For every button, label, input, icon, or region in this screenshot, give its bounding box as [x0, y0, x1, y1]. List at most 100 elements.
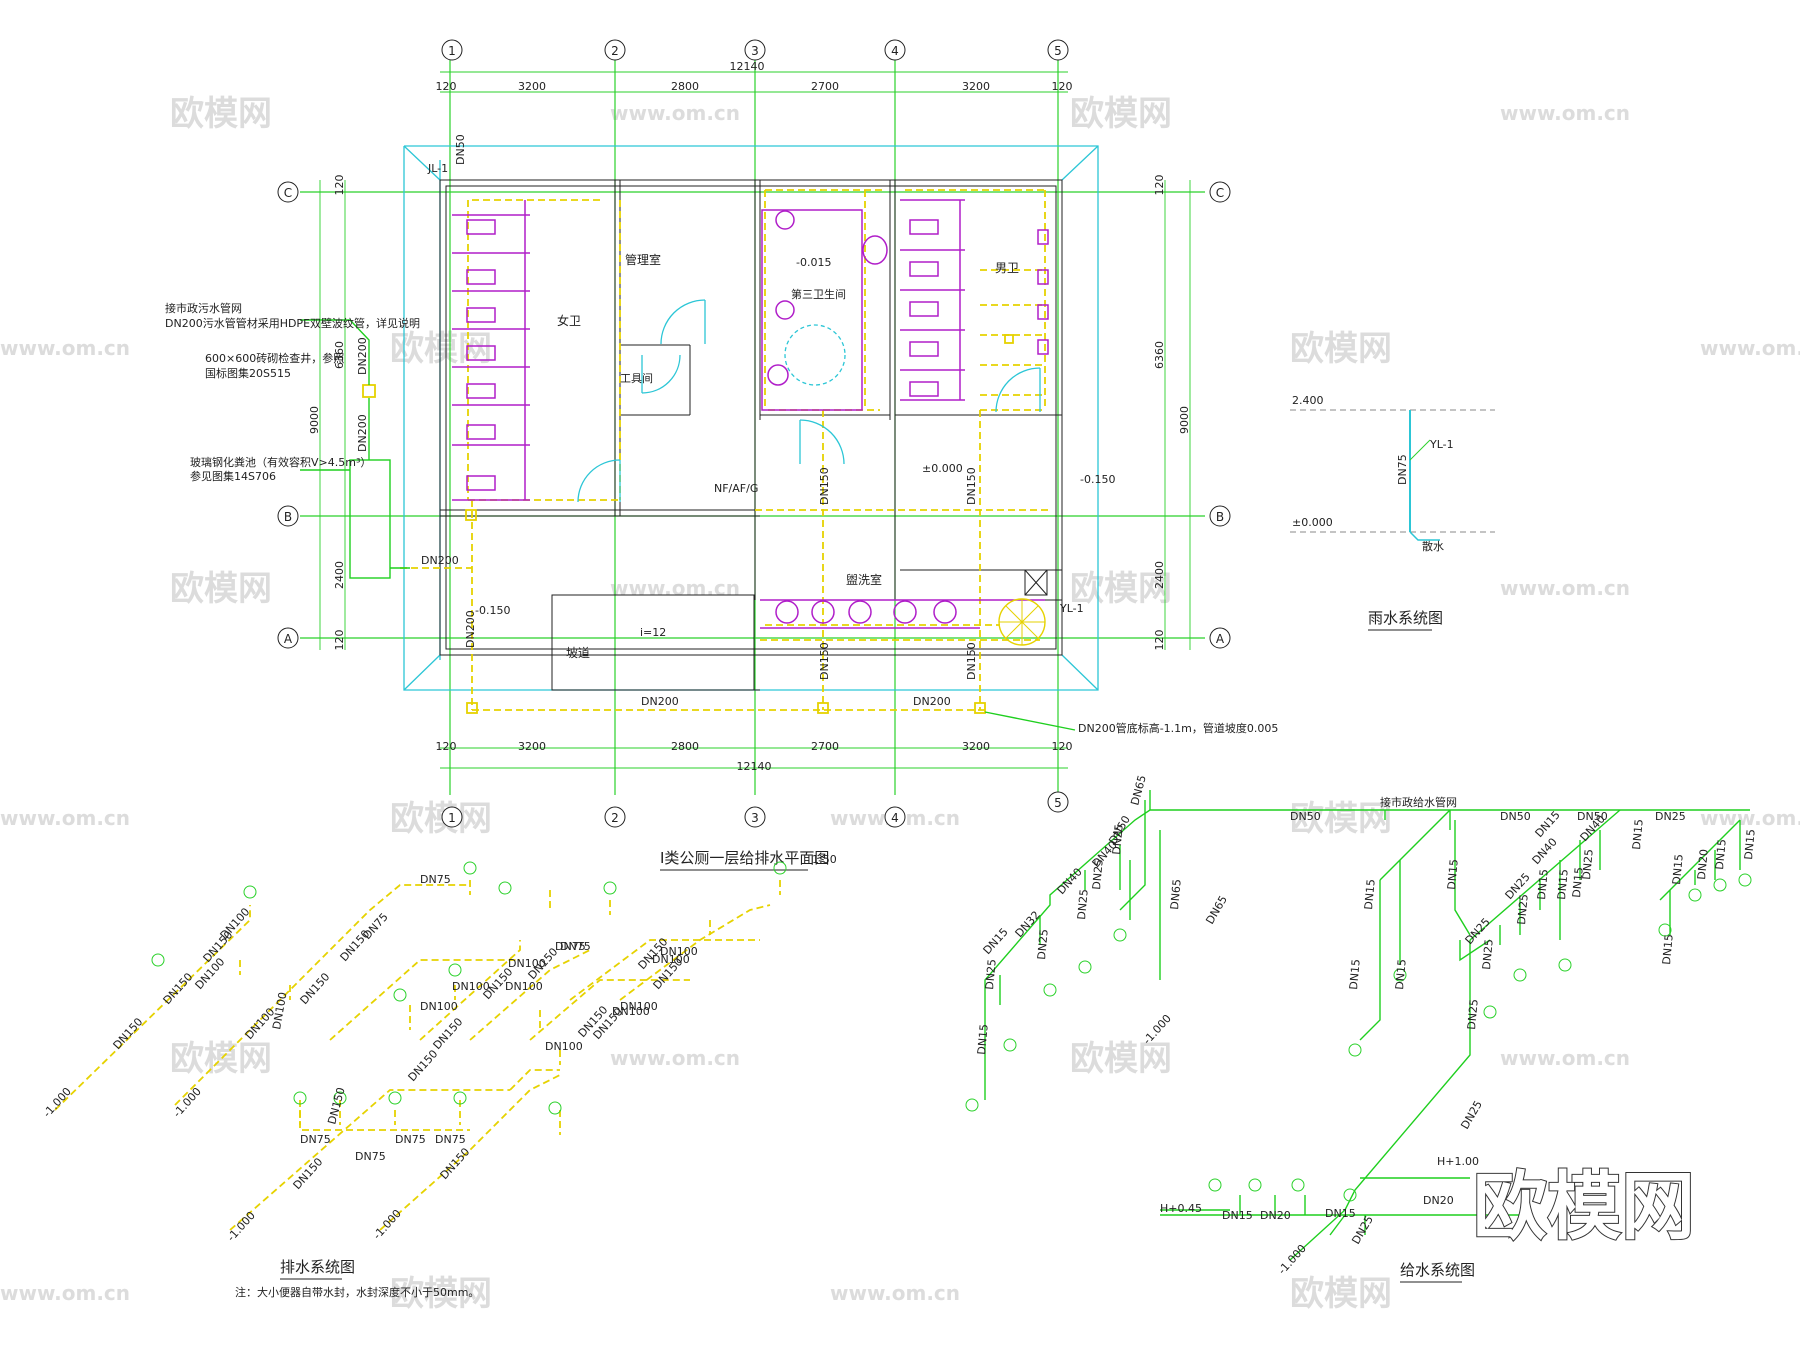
- svg-text:欧模网: 欧模网: [170, 569, 272, 609]
- svg-text:DN15: DN15: [1533, 808, 1563, 840]
- svg-text:给水系统图: 给水系统图: [1400, 1261, 1475, 1279]
- svg-text:5: 5: [1054, 796, 1062, 810]
- svg-text:DN150: DN150: [438, 1145, 473, 1182]
- svg-text:欧模网: 欧模网: [1290, 329, 1392, 369]
- svg-text:www.om.cn: www.om.cn: [1500, 1046, 1630, 1070]
- svg-text:B: B: [1216, 510, 1224, 524]
- svg-text:120: 120: [333, 630, 346, 651]
- drainage-system: DN150 DN150 DN100 DN150 DN100 DN75 DN150…: [41, 861, 787, 1299]
- svg-text:DN150: DN150: [298, 970, 333, 1007]
- svg-text:DN100: DN100: [452, 980, 490, 993]
- svg-text:欧模网: 欧模网: [1290, 799, 1392, 839]
- spiral-stair: [998, 569, 1048, 646]
- svg-text:DN50: DN50: [1577, 810, 1608, 823]
- svg-text:欧模网: 欧模网: [1070, 1039, 1172, 1079]
- svg-text:9000: 9000: [1178, 406, 1191, 434]
- svg-text:2400: 2400: [333, 561, 346, 589]
- svg-text:4: 4: [891, 811, 899, 825]
- svg-text:DN75: DN75: [560, 940, 591, 953]
- svg-text:DN100: DN100: [660, 945, 698, 958]
- svg-text:www.om.cn: www.om.cn: [1700, 336, 1800, 360]
- svg-text:DN50: DN50: [1500, 810, 1531, 823]
- svg-text:DN75: DN75: [355, 1150, 386, 1163]
- plan-labels: 女卫 管理室 第三卫生间 男卫 工具间 盥洗室 坡道 JL-1 DN50 DN2…: [165, 134, 1278, 871]
- svg-text:欧模网: 欧模网: [170, 1039, 272, 1079]
- svg-text:DN65: DN65: [1128, 774, 1149, 807]
- svg-text:DN150: DN150: [161, 970, 196, 1007]
- svg-text:DN25: DN25: [1580, 849, 1596, 881]
- svg-text:600×600砖砌检查井，参照: 600×600砖砌检查井，参照: [205, 351, 344, 365]
- svg-text:www.om.cn: www.om.cn: [1500, 576, 1630, 600]
- svg-text:DN150: DN150: [406, 1047, 441, 1084]
- svg-text:www.om.cn: www.om.cn: [0, 1281, 130, 1305]
- svg-text:欧模网: 欧模网: [170, 94, 272, 134]
- svg-text:DN100: DN100: [620, 1000, 658, 1013]
- svg-text:±0.000: ±0.000: [1292, 516, 1333, 529]
- svg-text:-0.150: -0.150: [475, 604, 510, 617]
- svg-text:1: 1: [448, 44, 456, 58]
- svg-text:-1.000: -1.000: [1276, 1242, 1309, 1277]
- svg-text:DN200管底标高-1.1m，管道坡度0.005: DN200管底标高-1.1m，管道坡度0.005: [1078, 721, 1278, 735]
- svg-text:A: A: [284, 632, 293, 646]
- svg-text:DN200: DN200: [464, 610, 477, 648]
- svg-text:DN15: DN15: [1535, 869, 1551, 901]
- svg-text:参见图集14S706: 参见图集14S706: [190, 469, 276, 483]
- svg-text:www.om.cn: www.om.cn: [1500, 101, 1630, 125]
- svg-text:DN100: DN100: [545, 1040, 583, 1053]
- svg-text:DN75: DN75: [395, 1133, 426, 1146]
- svg-text:1: 1: [448, 811, 456, 825]
- svg-text:DN150: DN150: [818, 642, 831, 680]
- svg-text:2.400: 2.400: [1292, 394, 1324, 407]
- svg-text:女卫: 女卫: [557, 313, 581, 328]
- svg-text:DN200: DN200: [356, 337, 369, 375]
- column-bubbles: 1 2 3 4 5 1 2 3 4 5: [441, 39, 1069, 828]
- svg-text:接市政给水管网: 接市政给水管网: [1380, 795, 1457, 809]
- svg-text:DN200污水管管材采用HDPE双壁波纹管，详见说明: DN200污水管管材采用HDPE双壁波纹管，详见说明: [165, 316, 420, 330]
- svg-text:DN150: DN150: [965, 467, 978, 505]
- svg-text:DN25: DN25: [1075, 889, 1091, 921]
- svg-text:9000: 9000: [308, 406, 321, 434]
- svg-text:国标图集20S515: 国标图集20S515: [205, 366, 291, 380]
- svg-text:6360: 6360: [333, 341, 346, 369]
- svg-text:欧模网: 欧模网: [390, 1274, 492, 1314]
- svg-text:www.om.cn: www.om.cn: [830, 1281, 960, 1305]
- svg-text:DN100: DN100: [612, 1005, 650, 1018]
- svg-text:DN20: DN20: [1260, 1209, 1291, 1222]
- svg-text:DN15: DN15: [1393, 959, 1409, 991]
- svg-text:4: 4: [891, 44, 899, 58]
- svg-text:www.om.cn: www.om.cn: [610, 1046, 740, 1070]
- svg-text:DN150: DN150: [818, 467, 831, 505]
- svg-text:欧模网: 欧模网: [390, 799, 492, 839]
- svg-text:DN15: DN15: [1445, 859, 1461, 891]
- watermark-layer: 欧模网 欧模网 欧模网 欧模网 欧模网 欧模网 欧模网 欧模网 欧模网 欧模网 …: [0, 94, 1800, 1314]
- svg-text:DN15: DN15: [1222, 1209, 1253, 1222]
- svg-text:欧模网: 欧模网: [1290, 1274, 1392, 1314]
- svg-text:www.om.cn: www.om.cn: [610, 576, 740, 600]
- svg-text:-1.000: -1.000: [171, 1085, 204, 1120]
- svg-text:DN200: DN200: [913, 695, 951, 708]
- svg-text:2700: 2700: [811, 740, 839, 753]
- svg-text:接市政污水管网: 接市政污水管网: [165, 301, 242, 315]
- svg-text:DN65: DN65: [1168, 879, 1184, 911]
- svg-text:DN150: DN150: [325, 1086, 347, 1126]
- rain-system: 2.400 ±0.000 YL-1 DN75 散水 雨水系统图: [1290, 394, 1495, 631]
- svg-text:120: 120: [333, 175, 346, 196]
- plan-doors: [577, 299, 1041, 503]
- svg-text:DN15: DN15: [1742, 829, 1758, 861]
- svg-text:DN65: DN65: [1203, 893, 1230, 926]
- svg-text:DN200: DN200: [356, 414, 369, 452]
- svg-text:工具间: 工具间: [620, 372, 653, 385]
- svg-text:JL-1: JL-1: [427, 162, 448, 175]
- plan-fixtures: [452, 199, 1049, 629]
- svg-text:C: C: [1216, 186, 1224, 200]
- svg-text:C: C: [284, 186, 292, 200]
- svg-text:12140: 12140: [730, 60, 765, 73]
- svg-text:盥洗室: 盥洗室: [846, 572, 882, 587]
- svg-text:6360: 6360: [1153, 341, 1166, 369]
- svg-text:DN40: DN40: [1530, 835, 1560, 867]
- svg-text:DN75: DN75: [1396, 454, 1409, 485]
- svg-text:DN50: DN50: [454, 134, 467, 165]
- svg-text:DN100: DN100: [505, 980, 543, 993]
- svg-text:散水: 散水: [1422, 539, 1444, 553]
- plan-drain-pipes: [400, 189, 1050, 714]
